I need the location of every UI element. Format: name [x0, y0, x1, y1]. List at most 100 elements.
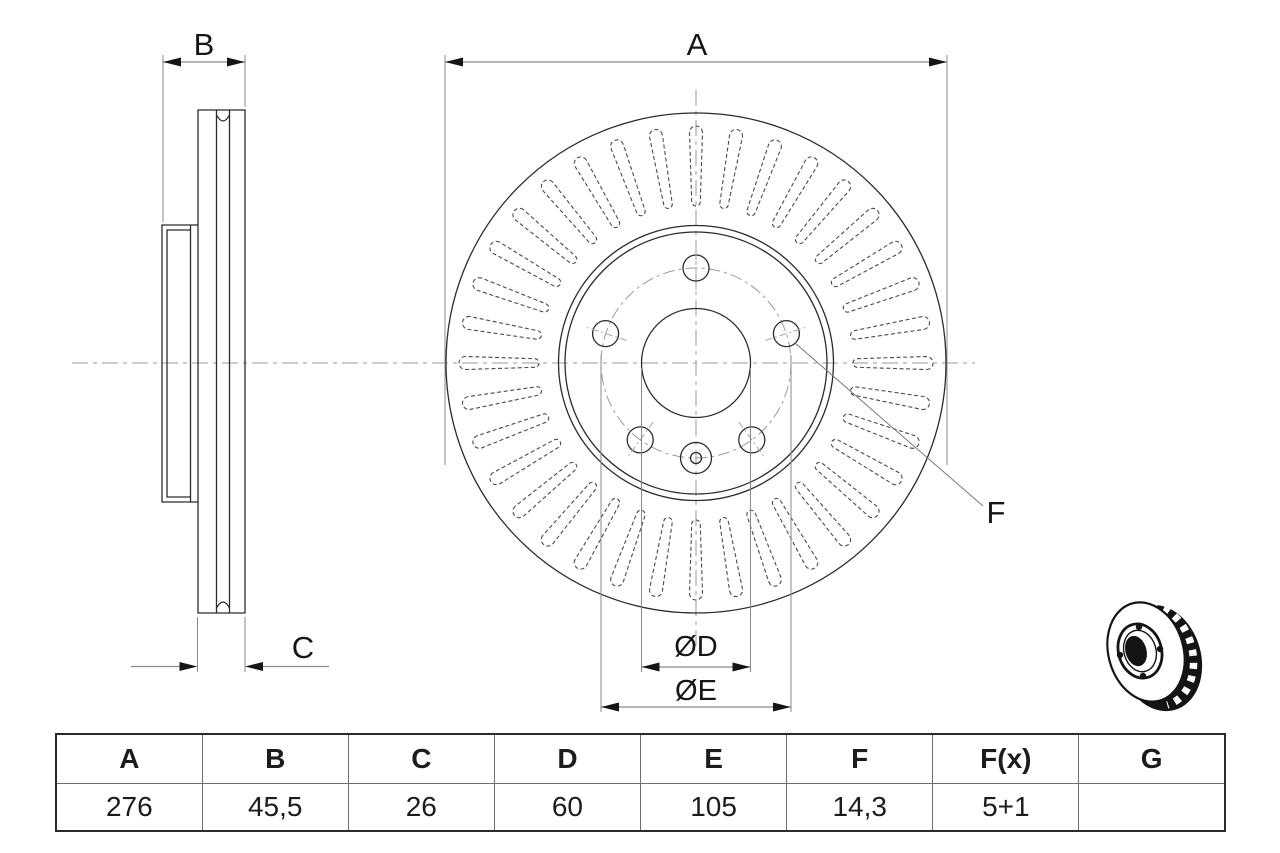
dimension-a: A: [444, 27, 948, 465]
vent-slot: [512, 207, 578, 265]
dim-label-b: B: [194, 27, 215, 62]
vent-slot: [814, 207, 880, 265]
vent-slot: [512, 461, 578, 519]
bolt-hole: [772, 319, 801, 348]
table-header-cell: F(x): [932, 733, 1080, 784]
table-header-cell: B: [201, 733, 349, 784]
table-value-cell: 5+1: [932, 783, 1080, 832]
bolt-hole-centerline-tick: [584, 326, 627, 341]
vent-slot: [719, 517, 744, 597]
vent-slot: [489, 240, 562, 288]
table-header-cell: F: [786, 733, 934, 784]
vent-slot: [842, 413, 920, 449]
table-value-cell: 45,5: [201, 783, 349, 832]
dimension-c: C: [131, 617, 329, 672]
vent-slot: [573, 497, 621, 570]
vent-slot: [573, 156, 621, 229]
vent-slot: [648, 517, 673, 597]
hub-inner-ring-icon: [1122, 629, 1158, 673]
friction-inner-edge-circle: [557, 224, 835, 502]
arrowhead-right-icon: [179, 662, 198, 671]
dimension-oe: ØE: [600, 355, 792, 712]
arrowhead-left-icon: [445, 57, 463, 67]
bolt-hole-dot-icon: [1156, 645, 1164, 653]
vent-slot: [842, 277, 920, 313]
side-section-view: [161, 109, 246, 614]
bolt-hole-dot-icon: [1116, 651, 1124, 659]
vent-slot: [771, 497, 819, 570]
bolt-hole-centerline-tick: [738, 421, 766, 458]
vent-slot: [688, 519, 704, 601]
vent-slot: [610, 509, 646, 587]
bolt-hole: [591, 319, 620, 348]
vent-slot: [830, 438, 903, 486]
vent-slot: [540, 179, 598, 245]
arrowhead-right-icon: [227, 57, 245, 67]
bolt-hole-centerline-tick: [626, 421, 654, 458]
dim-label-f: F: [987, 495, 1006, 530]
vent-slot: [746, 139, 782, 217]
table-value-cell: 105: [639, 783, 788, 832]
vent-slot: [794, 179, 852, 245]
vent-slot: [648, 129, 673, 209]
vent-slot: [771, 156, 819, 229]
vent-slot: [472, 277, 550, 313]
outer-diameter-circle: [445, 112, 947, 614]
table-header-cell: E: [639, 733, 788, 784]
product-icon: [1106, 600, 1203, 712]
bolt-hole: [738, 426, 766, 454]
vent-slot: [850, 386, 930, 411]
vent-slot: [746, 509, 782, 587]
leader-f: F: [794, 342, 1006, 530]
vent-notch-bottom: [215, 601, 231, 609]
vent-slot: [719, 129, 744, 209]
vent-slot: [830, 240, 903, 288]
bolt-hole: [626, 426, 654, 454]
arrowhead-right-icon: [732, 662, 751, 672]
vent-slot: [794, 481, 852, 547]
bolt-hole-dot-icon: [1135, 623, 1143, 631]
dim-label-c: C: [292, 630, 314, 665]
bolt-hole-centerline-tick: [765, 326, 808, 341]
friction-inner-edge-circle-2: [564, 231, 828, 495]
center-bore-circle: [640, 307, 752, 419]
table-value-cell: [1078, 783, 1226, 832]
locating-pin-hole-inner: [689, 451, 703, 465]
vent-slot: [472, 413, 550, 449]
arrowhead-left-icon: [163, 57, 181, 67]
table-header-cell: A: [55, 733, 203, 784]
vent-slot: [814, 461, 880, 519]
arrowhead-left-icon: [245, 662, 263, 671]
table-header-cell: G: [1078, 733, 1226, 784]
vent-slots: [458, 125, 934, 601]
bolt-holes: [584, 246, 808, 458]
locating-pin-hole: [679, 441, 713, 475]
arrowhead-left-icon: [641, 662, 660, 672]
vent-slot: [458, 355, 540, 371]
vent-slot: [462, 315, 542, 340]
center-bore-icon: [1125, 635, 1147, 667]
centerlines: [72, 90, 975, 650]
vent-notch-top: [215, 114, 231, 122]
vent-slot: [540, 481, 598, 547]
bolt-hole-dot-icon: [1139, 672, 1147, 680]
dimension-od: ØD: [641, 368, 751, 672]
arrowhead-right-icon: [929, 57, 947, 67]
table-header-cell: D: [493, 733, 642, 784]
arrowhead-right-icon: [773, 702, 791, 712]
table-value-cell: 60: [493, 783, 642, 832]
table-value-cell: 276: [55, 783, 203, 832]
dimension-b: B: [162, 27, 246, 222]
vent-slot: [462, 386, 542, 411]
table-header-cell: C: [347, 733, 495, 784]
vent-slot: [610, 139, 646, 217]
rim-vent-slots-icon: [1137, 600, 1198, 709]
dim-label-oe: ØE: [675, 675, 717, 707]
dim-label-a: A: [687, 27, 708, 62]
table-value-cell: 14,3: [786, 783, 934, 832]
